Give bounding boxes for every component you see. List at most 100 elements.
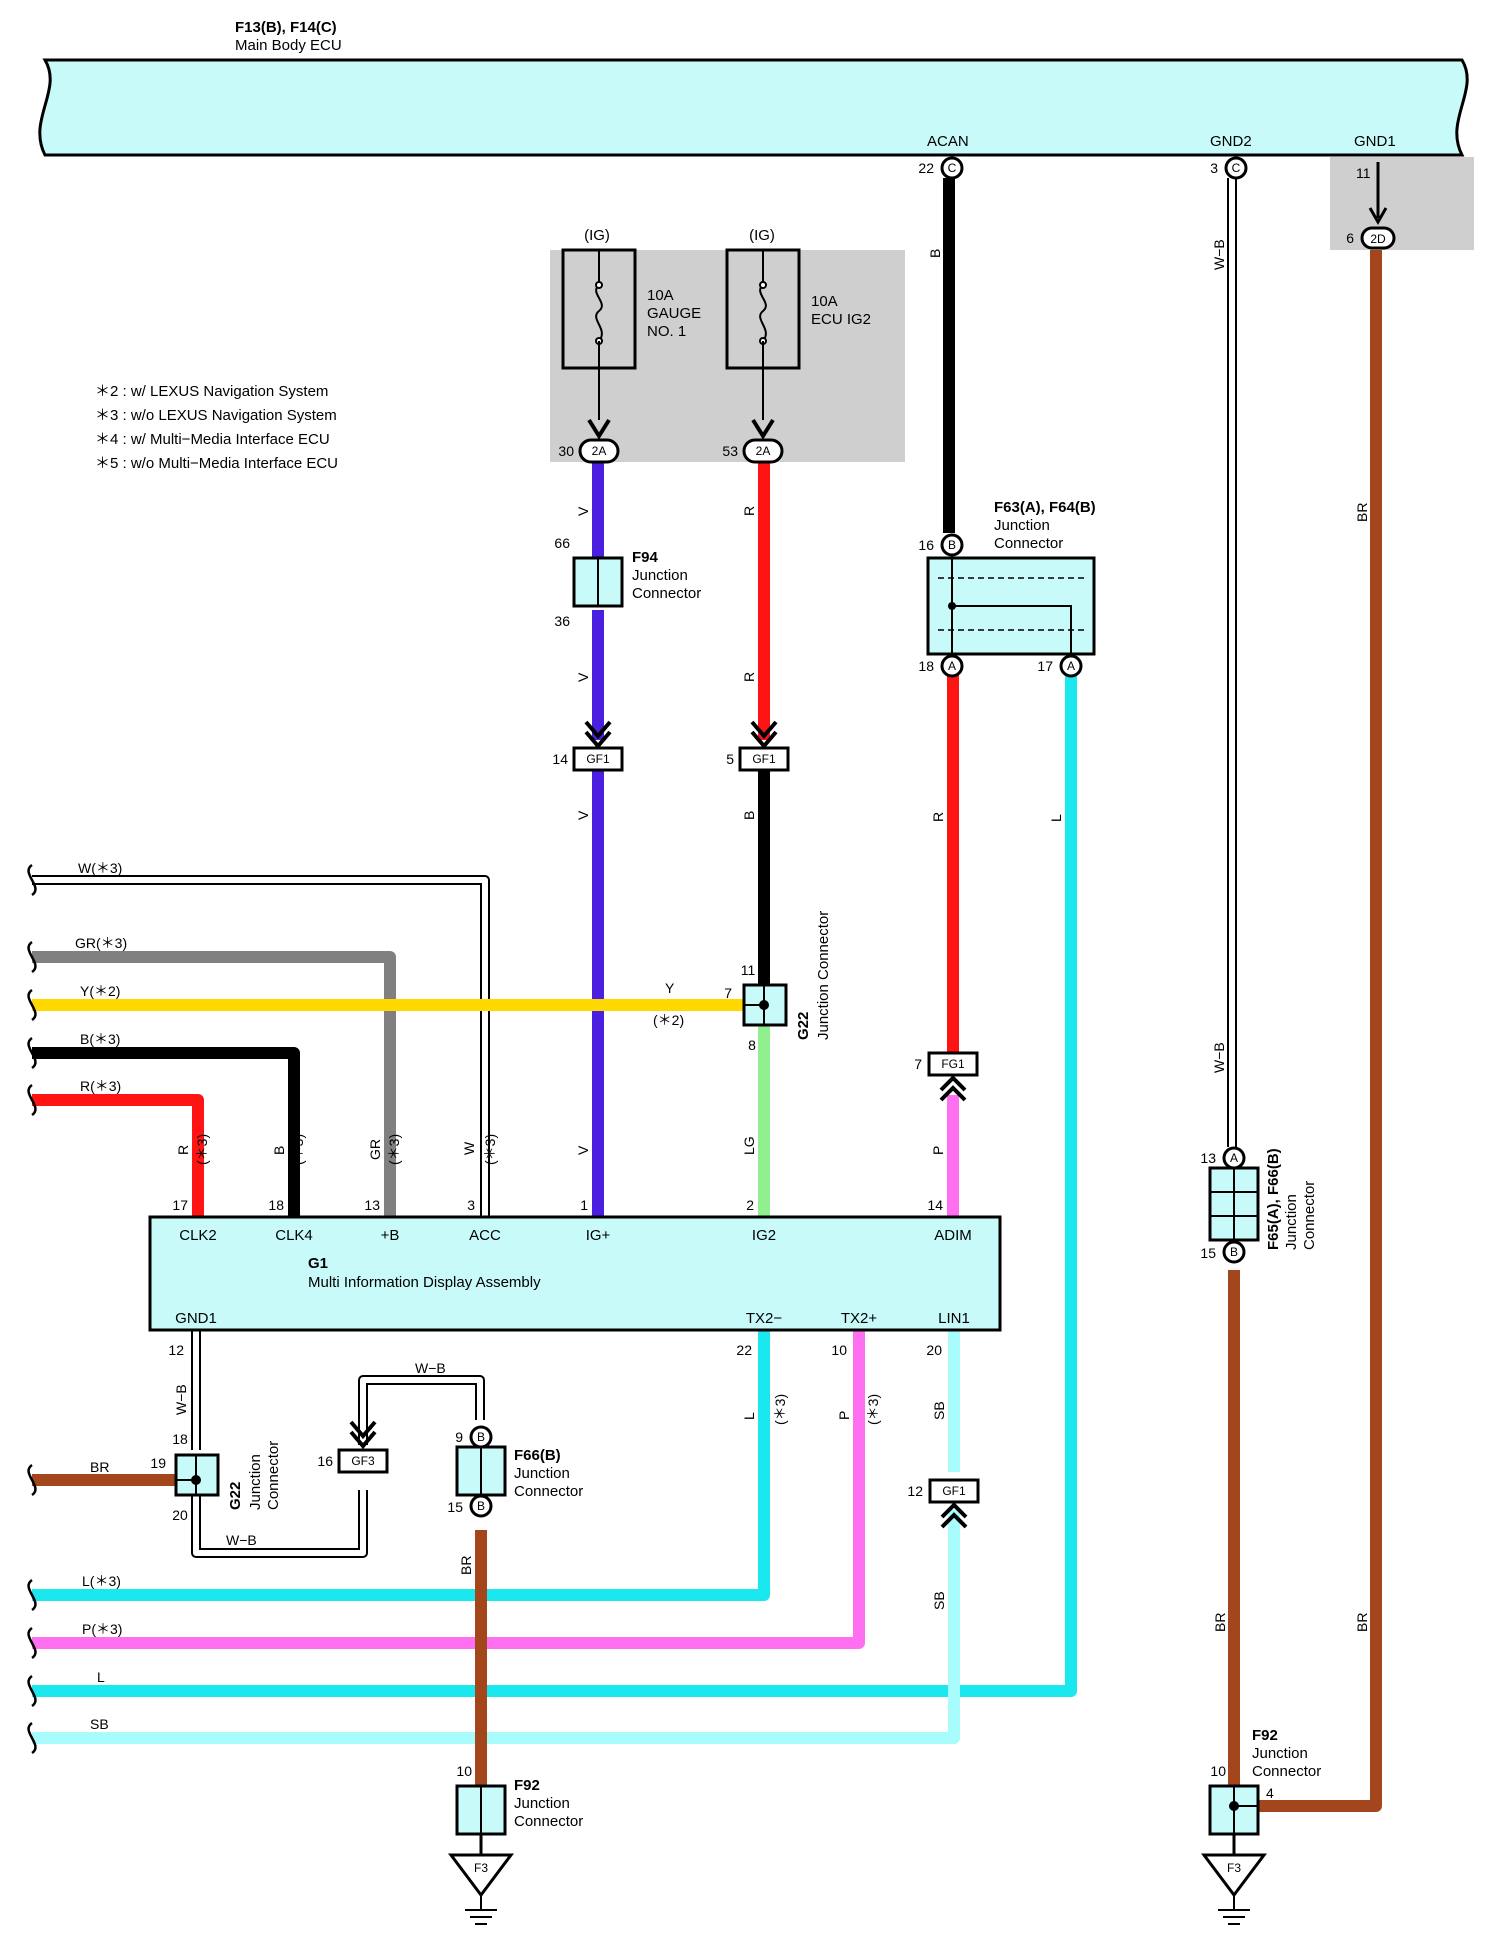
- fuse2-symbol: [759, 284, 767, 342]
- f66-code: F66(B): [514, 1447, 561, 1464]
- f65-pin-bottom-circle: [1222, 1240, 1246, 1264]
- label-f65-br: BR: [1212, 1613, 1228, 1632]
- f66-pin-top: 9: [455, 1429, 463, 1445]
- gf1-sb-box: [928, 1478, 980, 1504]
- label-wb-gf3: W−B: [415, 1360, 446, 1376]
- ground-left-label: F3: [474, 1861, 488, 1875]
- label-v3: V: [575, 810, 591, 820]
- label-l-17: L: [1048, 814, 1064, 822]
- f92-right-code: F92: [1252, 1727, 1278, 1744]
- legend-line-2: ＊3 : w/o LEXUS Navigation System: [95, 407, 337, 424]
- f63-junction-connector: B 16 A 18 A 17 F63(A), F64(B) Junction C…: [918, 499, 1096, 678]
- gnd1-connector-label: 2D: [1370, 232, 1386, 246]
- g22-bottom-pin-left: 19: [150, 1455, 166, 1471]
- fuse1-connector: [578, 438, 620, 464]
- f63-internal-2: [952, 605, 1072, 654]
- left-wire-l3: L(＊3): [82, 1573, 121, 1589]
- g1-pin-name-acc: ACC: [469, 1227, 501, 1244]
- wire-sb: [32, 1510, 960, 1744]
- f63-line2: Connector: [994, 535, 1063, 552]
- g22-top-pin-bottom: 8: [748, 1037, 756, 1053]
- g22-top-code: G22: [795, 1012, 812, 1040]
- g1-pin-num-top: 2: [746, 1197, 754, 1213]
- f92-right-line1: Junction: [1252, 1745, 1308, 1762]
- label-acan-b: B: [927, 249, 943, 258]
- gf1-violet-arrow-1: [584, 720, 612, 740]
- wire-gnd1-brown: [1234, 250, 1382, 1812]
- f92-right-node: [1229, 1801, 1239, 1811]
- label-p-tx2p-note: (＊3): [865, 1394, 881, 1425]
- label-p-adim: P: [930, 1146, 946, 1155]
- label-gnd1-br-low: BR: [1354, 1613, 1370, 1632]
- f63-pin-out2-circle: [1059, 654, 1083, 678]
- fuse1-line1: 10A: [647, 287, 674, 304]
- f94-pin-in: 66: [554, 535, 570, 551]
- wire-wb-bottom-inner: [193, 1490, 366, 1556]
- f63-pin-in: 16: [918, 537, 934, 553]
- f63-pin-in-letter: B: [948, 538, 956, 552]
- f94-code: F94: [632, 549, 659, 566]
- f65-pin-bottom-letter: B: [1230, 1245, 1238, 1259]
- fuse2-pin-a: [759, 281, 767, 289]
- f63-pin-out2-letter: A: [1067, 659, 1075, 673]
- acan-connector-letter: C: [948, 161, 957, 175]
- f92-junction-connector-right: 10 4 F92 Junction Connector F3: [1201, 1727, 1321, 1925]
- f63-pin-out1-circle: [940, 654, 964, 678]
- left-wire-sb: SB: [90, 1716, 109, 1732]
- f65-pin-bottom: 15: [1200, 1245, 1216, 1261]
- g1-pin-num-top: 13: [364, 1197, 380, 1213]
- f92-right-line2: Connector: [1252, 1763, 1321, 1780]
- g1-pin-name-clk2: CLK2: [179, 1227, 217, 1244]
- fuse2-pin: 53: [722, 443, 738, 459]
- gnd1-shade: [1330, 157, 1474, 250]
- f63-pin-out1-letter: A: [948, 659, 956, 673]
- g1-name: Multi Information Display Assembly: [308, 1274, 541, 1291]
- label-gnd2-wb-mid: W−B: [1211, 1042, 1227, 1073]
- fuse-gauge-no1: (IG) 10A GAUGE NO. 1 2A 30: [558, 227, 701, 464]
- gf1-connector-violet: GF1 14: [552, 720, 624, 772]
- label-w-acc-note: (＊3): [482, 1134, 498, 1165]
- fuse2-line2: ECU IG2: [811, 311, 871, 328]
- label-b-ig2: B: [741, 811, 757, 820]
- g1-pin-name-clk4: CLK4: [275, 1227, 313, 1244]
- gnd2-connector-letter: C: [1232, 161, 1241, 175]
- gf1-sb-arrow-1: [940, 1502, 968, 1519]
- fuse2-ig: (IG): [749, 227, 775, 244]
- f65-code: F65(A), F66(B): [1265, 1148, 1282, 1250]
- g1-pins: CLK217CLK418+B13ACC3IG+1IG22ADIM14GND112…: [168, 1197, 971, 1358]
- g1-pin-name-tx2-: TX2+: [841, 1310, 878, 1327]
- fuse2-connector: [742, 438, 784, 464]
- gf1-sb-label: GF1: [942, 1484, 966, 1498]
- g1-pin-num-top: 1: [580, 1197, 588, 1213]
- g22-bottom-line2: Connector: [265, 1441, 282, 1510]
- label-r-clk2-note: (＊3): [194, 1134, 210, 1165]
- f66-line1: Junction: [514, 1465, 570, 1482]
- label-b-clk4: B: [271, 1146, 287, 1155]
- label-b-clk4-note: (＊3): [290, 1134, 306, 1165]
- label-v1: V: [575, 506, 591, 516]
- f92-right-pin-right: 4: [1266, 1785, 1274, 1801]
- fg1-box: [927, 1051, 979, 1077]
- f65-junction-connector: A 13 B 15 F65(A), F66(B) Junction Connec…: [1200, 1146, 1318, 1264]
- wire-b3: [32, 1047, 300, 1217]
- fuse1-line2: GAUGE: [647, 305, 701, 322]
- ecu-pin-gnd1: GND1: [1354, 133, 1396, 150]
- g1-pin-num-top: 3: [467, 1197, 475, 1213]
- label-wb-gnd1: W−B: [173, 1384, 189, 1415]
- label-sb-lin2: SB: [931, 1591, 947, 1610]
- fuse1-line3: NO. 1: [647, 323, 686, 340]
- fuse1-symbol: [595, 284, 603, 342]
- f65-line1: Junction: [1283, 1194, 1300, 1250]
- g22-top-line1: Junction Connector: [815, 911, 832, 1040]
- label-br-f66: BR: [458, 1556, 474, 1575]
- gf1-red-pin: 5: [726, 751, 734, 767]
- g22-bottom-line1: Junction: [247, 1454, 264, 1510]
- label-gnd2-wb-top: W−B: [1211, 239, 1227, 270]
- g22-top-node: [759, 1000, 769, 1010]
- g1-pin-name-ig2: IG2: [752, 1227, 776, 1244]
- fuse2-arrow: [751, 418, 775, 440]
- f65-pin-top: 13: [1200, 1150, 1216, 1166]
- gf1-red-box: [738, 746, 790, 772]
- fuse1-pin: 30: [558, 443, 574, 459]
- f92-left-line2: Connector: [514, 1813, 583, 1830]
